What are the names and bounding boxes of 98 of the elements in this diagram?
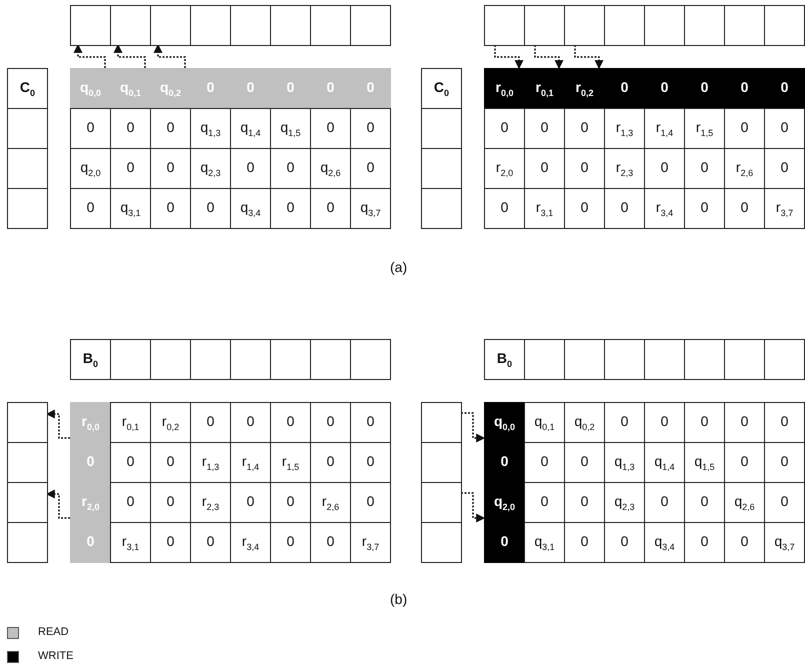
buffer-cell	[270, 5, 311, 46]
matrix-cell: r$_{0,1}$	[110, 402, 151, 443]
buffer-cell	[604, 339, 645, 380]
buffer-cell	[421, 148, 462, 189]
matrix-cell: r$_{0,1}$	[524, 68, 565, 109]
buffer-cell	[764, 5, 805, 46]
buffer-cell	[230, 339, 271, 380]
buffer-cell	[190, 339, 231, 380]
matrix-cell: 0	[230, 68, 271, 109]
buffer-cell	[421, 522, 462, 563]
buffer-cell	[150, 339, 191, 380]
buffer-cell: C$_{0}$	[421, 68, 462, 109]
buffer-cell	[7, 188, 48, 229]
matrix-cell: r$_{2,0}$	[70, 482, 111, 523]
matrix-cell: 0	[70, 442, 111, 483]
matrix-cell: r$_{3,7}$	[764, 188, 805, 229]
buffer-cell	[421, 188, 462, 229]
matrix-cell: r$_{0,0}$	[484, 68, 525, 109]
buffer-cell	[7, 442, 48, 483]
buffer-cell	[564, 339, 605, 380]
panel-label: (a)	[390, 259, 408, 275]
buffer-cell	[310, 339, 351, 380]
matrix-cell: 0	[350, 68, 391, 109]
buffer-cell	[310, 5, 351, 46]
matrix-cell: 0	[604, 68, 645, 109]
buffer-cell	[421, 482, 462, 523]
buffer-cell	[564, 5, 605, 46]
buffer-cell	[421, 442, 462, 483]
matrix-cell: 0	[684, 68, 725, 109]
buffer-cell	[684, 339, 725, 380]
legend-label: READ	[38, 626, 69, 638]
dashed-arrow	[494, 45, 524, 70]
buffer-cell	[190, 5, 231, 46]
buffer-cell	[7, 402, 48, 443]
matrix-cell: r$_{0,0}$	[70, 402, 111, 443]
buffer-cell	[70, 5, 111, 46]
legend-label: WRITE	[38, 650, 74, 662]
buffer-cell	[350, 5, 391, 46]
buffer-cell	[724, 5, 765, 46]
buffer-cell: B$_{0}$	[70, 339, 111, 380]
matrix-cell: 0	[190, 68, 231, 109]
buffer-cell	[724, 339, 765, 380]
dashed-arrow	[74, 44, 106, 68]
matrix-cell: q$_{0,1}$	[524, 402, 565, 443]
buffer-cell	[7, 482, 48, 523]
matrix-cell: q$_{0,1}$	[110, 68, 151, 109]
matrix-cell: 0	[310, 68, 351, 109]
dashed-arrow	[574, 45, 604, 70]
matrix-cell: 0	[644, 68, 685, 109]
buffer-cell	[644, 5, 685, 46]
buffer-cell	[150, 5, 191, 46]
buffer-cell	[230, 5, 271, 46]
matrix-cell: q$_{0,0}$	[484, 402, 525, 443]
matrix-cell: 0	[764, 108, 805, 149]
buffer-cell	[644, 339, 685, 380]
matrix-cell: 0	[350, 402, 391, 443]
matrix-cell: q$_{3,7}$	[350, 188, 391, 229]
matrix-cell: 0	[484, 522, 525, 563]
buffer-cell	[764, 339, 805, 380]
buffer-cell	[421, 402, 462, 443]
matrix-cell: 0	[350, 108, 391, 149]
buffer-cell: C$_{0}$	[7, 68, 48, 109]
dashed-arrow	[534, 45, 564, 70]
matrix-cell: 0	[70, 188, 111, 229]
panel-label: (b)	[390, 591, 408, 607]
matrix-cell: 0	[764, 402, 805, 443]
matrix-cell: 0	[764, 68, 805, 109]
buffer-cell	[7, 108, 48, 149]
matrix-cell: q$_{3,7}$	[764, 522, 805, 563]
buffer-cell	[350, 339, 391, 380]
matrix-cell: 0	[724, 68, 765, 109]
buffer-cell	[484, 5, 525, 46]
matrix-cell: q$_{3,1}$	[524, 522, 565, 563]
buffer-cell	[524, 5, 565, 46]
matrix-cell: 0	[270, 68, 311, 109]
buffer-cell	[7, 522, 48, 563]
buffer-cell	[270, 339, 311, 380]
matrix-cell: 0	[70, 522, 111, 563]
matrix-cell: q$_{0,0}$	[70, 68, 111, 109]
buffer-cell	[524, 339, 565, 380]
matrix-cell: q$_{2,0}$	[484, 482, 525, 523]
buffer-cell	[110, 339, 151, 380]
matrix-cell: 0	[484, 108, 525, 149]
buffer-cell	[604, 5, 645, 46]
dashed-arrow	[114, 44, 146, 68]
buffer-cell	[7, 148, 48, 189]
buffer-cell	[110, 5, 151, 46]
buffer-cell: B$_{0}$	[484, 339, 525, 380]
matrix-cell: q$_{0,2}$	[150, 68, 191, 109]
matrix-cell: 0	[70, 108, 111, 149]
dashed-arrow	[154, 44, 186, 68]
matrix-cell: r$_{3,7}$	[350, 522, 391, 563]
matrix-cell: 0	[484, 442, 525, 483]
matrix-cell: r$_{0,2}$	[564, 68, 605, 109]
matrix-cell: 0	[484, 188, 525, 229]
buffer-cell	[684, 5, 725, 46]
buffer-cell	[421, 108, 462, 149]
matrix-cell: r$_{3,1}$	[110, 522, 151, 563]
